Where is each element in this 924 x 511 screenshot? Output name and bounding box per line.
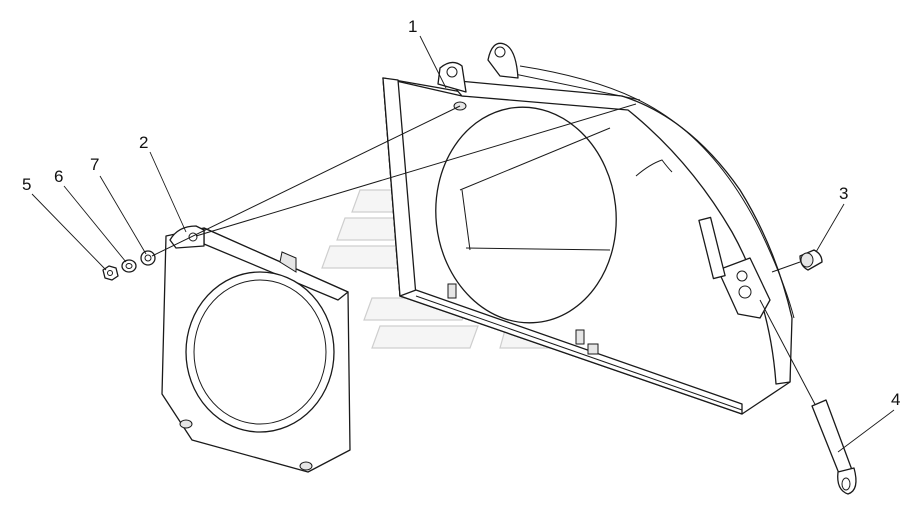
callout-1: 1: [408, 17, 417, 36]
main-shroud-housing: [382, 42, 795, 415]
sleeve-bushing: [799, 249, 823, 271]
callout-3: 3: [839, 184, 848, 203]
callout-6: 6: [54, 167, 63, 186]
callout-5: 5: [22, 175, 31, 194]
leader-lines: [31, 35, 895, 453]
fastener-nut: [102, 265, 119, 281]
front-cover-plate: [161, 225, 351, 473]
lock-washer: [121, 259, 137, 273]
assembly-centerlines: [151, 103, 801, 273]
callout-7: 7: [90, 155, 99, 174]
callout-labels: 1 2 3 4 5 6 7: [22, 17, 900, 409]
ground-lead: [759, 299, 857, 495]
callout-2: 2: [139, 133, 148, 152]
flat-washer: [140, 250, 156, 266]
callout-4: 4: [891, 390, 900, 409]
